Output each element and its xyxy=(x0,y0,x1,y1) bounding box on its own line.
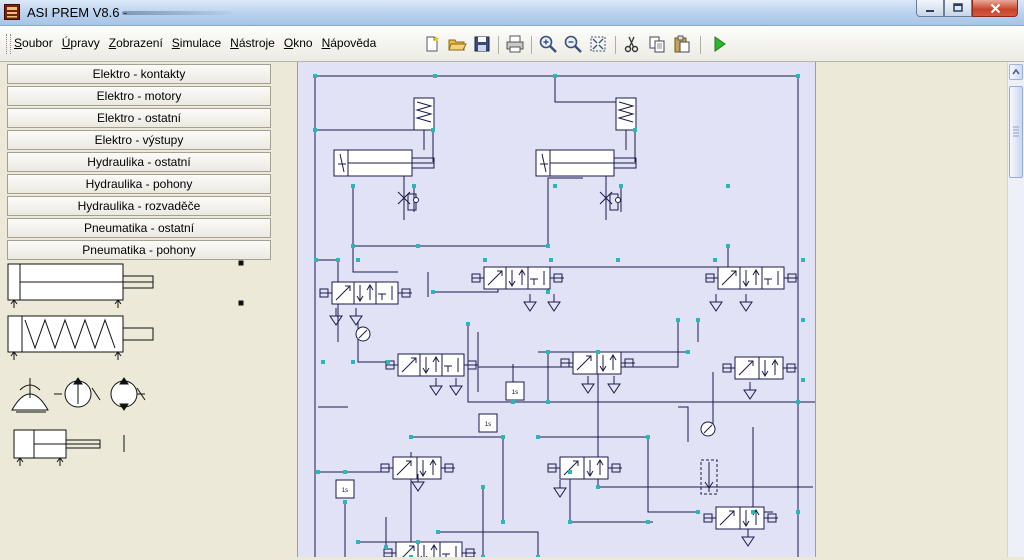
category-pneumatika-ostatni[interactable]: Pneumatika - ostatní xyxy=(7,218,271,238)
paste-icon[interactable] xyxy=(672,34,692,54)
window-title: ASI PREM V8.6 - xyxy=(27,5,128,20)
copy-icon[interactable] xyxy=(647,34,667,54)
open-folder-icon[interactable] xyxy=(447,34,467,54)
category-hydraulika-ostatni[interactable]: Hydraulika - ostatní xyxy=(7,152,271,172)
menu-nastroje[interactable]: Nástroje xyxy=(230,36,275,50)
scroll-up-button[interactable] xyxy=(1009,64,1023,80)
palette-pump-symbol[interactable] xyxy=(54,377,101,408)
menu-simulace[interactable]: Simulace xyxy=(171,36,222,50)
minimize-icon xyxy=(926,10,934,12)
toolbar-separator xyxy=(700,36,701,54)
component-palette xyxy=(7,260,244,466)
title-bar: ASI PREM V8.6 - xyxy=(0,0,1024,26)
menu-soubor[interactable]: Soubor xyxy=(14,36,53,50)
menu-bar: Soubor Úpravy Zobrazení Simulace Nástroj… xyxy=(14,36,385,50)
document-name-redacted xyxy=(122,11,232,15)
drawing-area[interactable]: 1s 1s 1s xyxy=(283,62,1007,560)
toolbar-separator xyxy=(498,36,499,54)
vertical-scrollbar[interactable] xyxy=(1007,62,1024,557)
palette-single-acting-cylinder[interactable] xyxy=(7,260,244,308)
scrollbar-thumb[interactable] xyxy=(1009,86,1023,178)
toolbar-separator xyxy=(615,36,616,54)
close-icon xyxy=(990,3,1000,13)
print-icon[interactable] xyxy=(505,34,525,54)
zoom-fit-icon[interactable] xyxy=(588,34,608,54)
timer-label: 1s xyxy=(342,488,348,494)
chevron-up-icon xyxy=(1012,68,1020,75)
palette-double-acting-cylinder[interactable] xyxy=(13,429,125,466)
category-hydraulika-pohony[interactable]: Hydraulika - pohony xyxy=(7,174,271,194)
category-pneumatika-pohony[interactable]: Pneumatika - pohony xyxy=(7,240,271,260)
app-icon xyxy=(4,4,20,20)
maximize-button[interactable] xyxy=(944,0,972,17)
minimize-button[interactable] xyxy=(916,0,944,17)
menu-zobrazeni[interactable]: Zobrazení xyxy=(108,36,163,50)
timer-label: 1s xyxy=(512,390,518,396)
main-toolbar: Soubor Úpravy Zobrazení Simulace Nástroj… xyxy=(0,26,1024,62)
pneumatic-circuit-diagram[interactable]: 1s 1s 1s xyxy=(298,62,838,560)
zoom-in-icon[interactable] xyxy=(538,34,558,54)
new-file-icon[interactable] xyxy=(422,34,442,54)
menu-napoveda[interactable]: Nápověda xyxy=(321,36,377,50)
cut-icon[interactable] xyxy=(622,34,642,54)
category-elektro-ostatni[interactable]: Elektro - ostatní xyxy=(7,108,271,128)
palette-motor-symbol[interactable] xyxy=(110,377,146,411)
zoom-out-icon[interactable] xyxy=(563,34,583,54)
category-elektro-motory[interactable]: Elektro - motory xyxy=(7,86,271,106)
palette-spring-cylinder[interactable] xyxy=(7,315,154,360)
palette-compressor-symbol[interactable] xyxy=(11,378,49,413)
maximize-icon xyxy=(953,3,963,12)
run-simulation-icon[interactable] xyxy=(709,34,729,54)
category-elektro-kontakty[interactable]: Elektro - kontakty xyxy=(7,64,271,84)
diagram-sheet[interactable]: 1s 1s 1s xyxy=(297,62,838,560)
component-library-panel: Elektro - kontakty Elektro - motory Elek… xyxy=(0,62,283,557)
category-elektro-vystupy[interactable]: Elektro - výstupy xyxy=(7,130,271,150)
save-icon[interactable] xyxy=(472,34,492,54)
toolbar-separator xyxy=(531,36,532,54)
category-hydraulika-rozvadece[interactable]: Hydraulika - rozvaděče xyxy=(7,196,271,216)
vertical-ruler xyxy=(283,62,297,557)
timer-label: 1s xyxy=(485,422,491,428)
menu-okno[interactable]: Okno xyxy=(283,36,313,50)
close-button[interactable] xyxy=(972,0,1018,17)
toolbar-grip[interactable] xyxy=(6,34,11,54)
grip-lines-icon xyxy=(1013,126,1019,137)
menu-upravy[interactable]: Úpravy xyxy=(61,36,100,50)
